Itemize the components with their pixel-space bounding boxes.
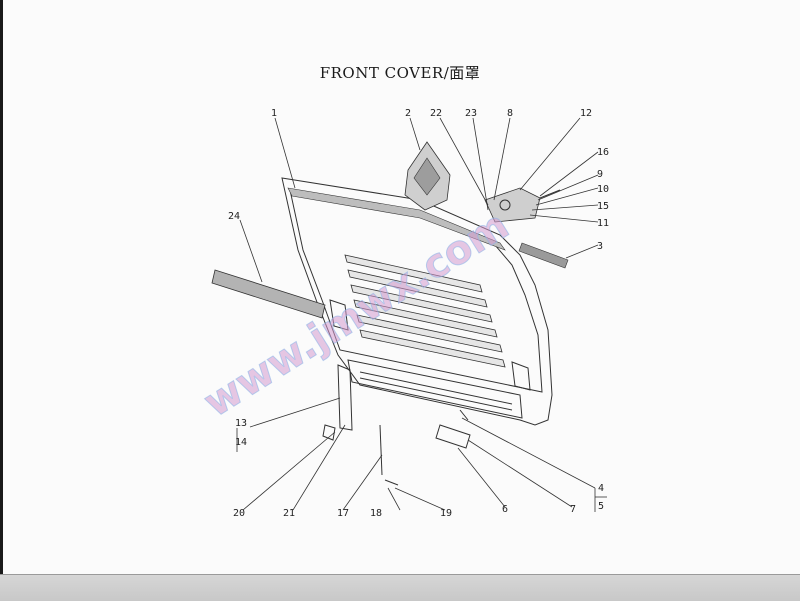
callout-22: 22 <box>430 108 442 119</box>
seal-strip-part <box>211 269 326 319</box>
callout-11: 11 <box>597 218 609 229</box>
callout-8: 8 <box>507 108 513 119</box>
callout-9: 9 <box>597 169 603 180</box>
callout-labels: 1 2 22 23 8 12 16 9 10 15 11 3 24 13 14 … <box>228 108 609 519</box>
callout-19: 19 <box>440 508 452 519</box>
callout-5: 5 <box>598 501 604 512</box>
callout-20: 20 <box>233 508 245 519</box>
latch-assembly <box>484 187 561 223</box>
callout-10: 10 <box>597 184 609 195</box>
emblem-part <box>404 141 451 211</box>
callout-3: 3 <box>597 241 603 252</box>
callout-23: 23 <box>465 108 477 119</box>
callout-16: 16 <box>597 147 609 158</box>
callout-15: 15 <box>597 201 609 212</box>
scan-edge <box>0 0 3 600</box>
hinge-and-rod-parts <box>322 364 471 486</box>
rubber-strip-part <box>518 242 569 269</box>
callout-17: 17 <box>337 508 349 519</box>
callout-12: 12 <box>580 108 592 119</box>
callout-6: 6 <box>502 504 508 515</box>
page-title: FRONT COVER/面罩 <box>319 64 481 82</box>
callout-18: 18 <box>370 508 382 519</box>
leader-lines <box>236 117 607 512</box>
callout-13: 13 <box>235 418 247 429</box>
callout-21: 21 <box>283 508 295 519</box>
callout-14: 14 <box>235 437 247 448</box>
callout-4: 4 <box>598 483 604 494</box>
callout-2: 2 <box>405 108 411 119</box>
callout-24: 24 <box>228 211 240 222</box>
callout-1: 1 <box>271 108 277 119</box>
callout-7: 7 <box>570 504 576 515</box>
scan-bottom-band <box>0 574 800 601</box>
front-cover-panel <box>281 177 553 426</box>
